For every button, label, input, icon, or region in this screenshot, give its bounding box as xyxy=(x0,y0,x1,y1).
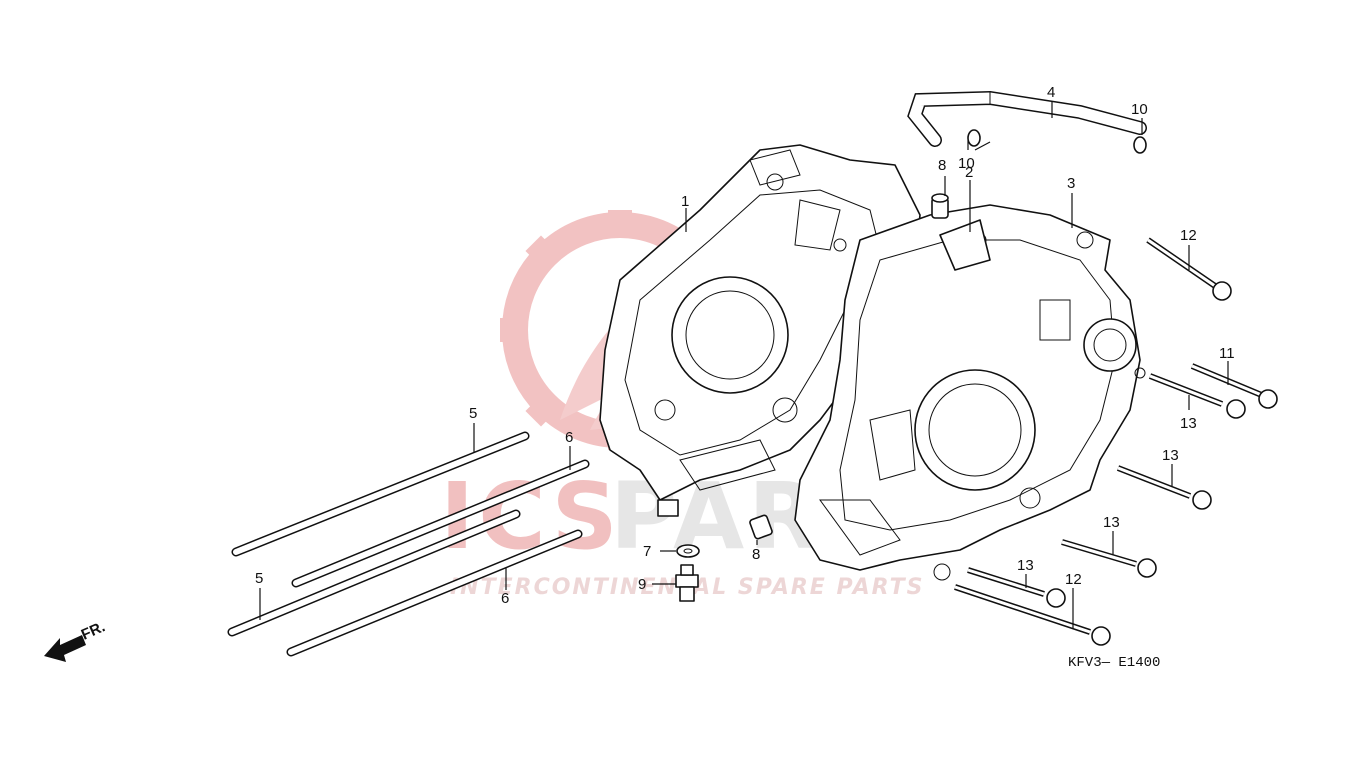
callout-13c: 13 xyxy=(1103,514,1120,531)
flange-bolts xyxy=(954,237,1278,646)
callout-2: 2 xyxy=(965,164,973,181)
callout-1: 1 xyxy=(681,193,689,210)
callout-13d: 13 xyxy=(1017,557,1034,574)
callout-labels: 1 2 3 4 5 5 6 6 7 8 8 9 10 10 11 12 12 1… xyxy=(255,84,1235,607)
stud-bolts xyxy=(227,431,590,657)
crankcase-right xyxy=(794,204,1146,581)
drain-washer xyxy=(676,544,700,558)
callout-12a: 12 xyxy=(1180,227,1197,244)
diagram-code: KFV3— E1400 xyxy=(1068,655,1160,671)
callout-9: 9 xyxy=(638,576,646,593)
leader-lines xyxy=(259,101,1229,628)
front-marker: FR. xyxy=(44,618,108,662)
front-marker-label: FR. xyxy=(79,618,108,643)
callout-13b: 13 xyxy=(1162,447,1179,464)
callout-11: 11 xyxy=(1219,345,1235,362)
dowel-pin xyxy=(749,193,949,540)
hose-clip xyxy=(967,129,1147,154)
callout-10b: 10 xyxy=(1131,101,1148,118)
callout-13a: 13 xyxy=(1180,415,1197,432)
callout-7: 7 xyxy=(643,543,651,560)
callout-6a: 6 xyxy=(565,429,573,446)
callout-5a: 5 xyxy=(469,405,477,422)
breather-tube xyxy=(907,90,1147,147)
callout-4: 4 xyxy=(1047,84,1055,101)
crankcase-left xyxy=(599,144,921,517)
callout-8b: 8 xyxy=(752,546,760,563)
drain-bolt xyxy=(675,564,699,602)
callout-5b: 5 xyxy=(255,570,263,587)
callout-3: 3 xyxy=(1067,175,1075,192)
front-arrow-icon xyxy=(44,635,86,662)
callout-10a: 10 xyxy=(958,155,975,172)
callout-6b: 6 xyxy=(501,590,509,607)
callout-8a: 8 xyxy=(938,157,946,174)
callout-12b: 12 xyxy=(1065,571,1082,588)
